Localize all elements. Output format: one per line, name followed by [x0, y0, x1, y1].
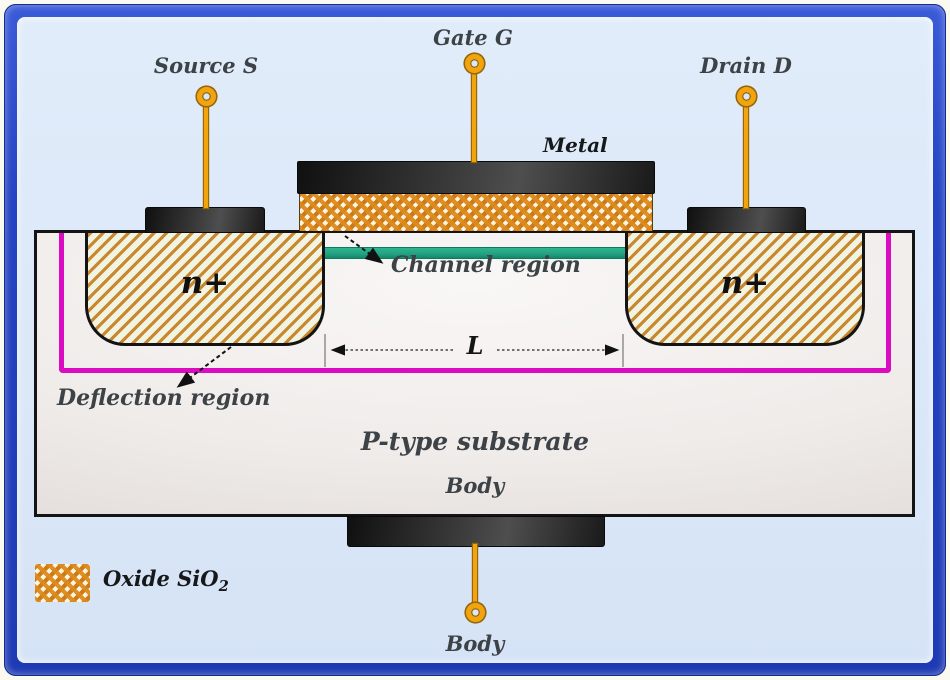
source-wire	[204, 103, 208, 208]
oxide-legend-swatch-icon	[35, 564, 90, 602]
source-label: Source S	[153, 53, 259, 78]
gate-metal-electrode	[297, 161, 655, 194]
n-plus-source-region	[85, 233, 325, 346]
channel-region-bar	[325, 247, 625, 259]
source-electrode	[145, 207, 265, 233]
gate-terminal-icon	[465, 54, 484, 73]
drain-electrode	[687, 207, 806, 233]
drain-terminal-icon	[737, 87, 756, 106]
metal-label: Metal	[543, 133, 608, 157]
body-terminal-icon	[466, 603, 485, 622]
drain-wire	[744, 103, 748, 208]
oxide-legend-label: Oxide SiO2	[103, 567, 229, 595]
drain-label: Drain D	[700, 53, 792, 78]
substrate-label: P-type substrate	[360, 427, 590, 456]
gate-oxide-layer	[299, 191, 653, 231]
gate-wire	[472, 70, 476, 162]
deflection-region-label: Deflection region	[57, 385, 271, 411]
body-electrode	[347, 516, 605, 547]
body-inner-label: Body	[445, 473, 505, 498]
channel-length-label: L	[466, 331, 484, 360]
deflection-region-outline	[59, 233, 891, 373]
n-plus-right-label: n+	[720, 265, 770, 301]
n-plus-left-label: n+	[180, 265, 230, 301]
oxide-legend-text: Oxide SiO	[103, 566, 219, 591]
gate-label: Gate G	[433, 25, 513, 50]
oxide-legend-subscript: 2	[218, 578, 229, 596]
source-terminal-icon	[197, 87, 216, 106]
body-terminal-label: Body	[445, 631, 505, 656]
body-wire	[473, 544, 477, 605]
channel-region-label: Channel region	[391, 252, 581, 278]
n-plus-drain-region	[625, 233, 865, 346]
